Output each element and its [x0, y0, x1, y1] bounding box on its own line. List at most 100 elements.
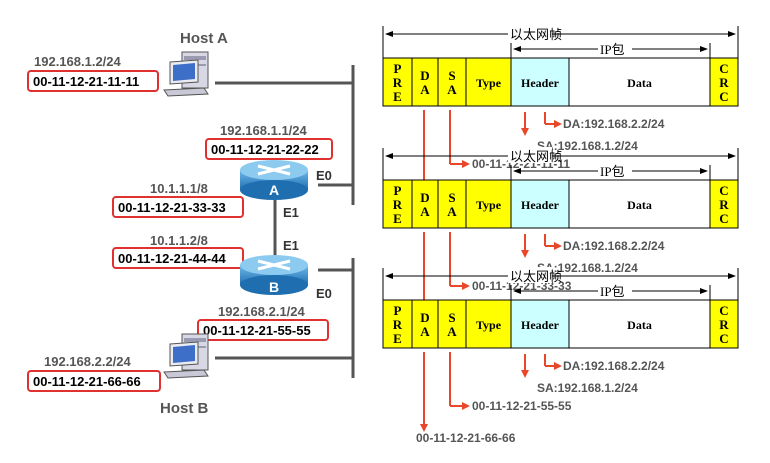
- eth-label-bg: [508, 25, 552, 41]
- field-header-text: Header: [521, 198, 560, 212]
- field-type: [465, 299, 512, 349]
- field-data: [568, 299, 711, 349]
- field-pre-text: P: [394, 61, 402, 76]
- field-type: [465, 57, 512, 107]
- router-b-e0-port: E0: [316, 286, 332, 301]
- host-b-mac-box: [27, 370, 161, 392]
- field-crc-text: C: [719, 211, 728, 226]
- field-crc: [709, 179, 739, 229]
- field-crc-text: C: [719, 183, 728, 198]
- field-pre-text: P: [394, 303, 402, 318]
- field-da-text: A: [420, 324, 430, 339]
- router-b-e1-ip: 10.1.1.2/8: [150, 233, 208, 248]
- field-sa-text: A: [447, 82, 457, 97]
- field-crc: [709, 299, 739, 349]
- host-b-ip: 192.168.2.2/24: [44, 354, 132, 369]
- eth-frame-label: 以太网帧: [510, 27, 562, 42]
- eth-label-bg: [508, 267, 552, 283]
- field-data-text: Data: [627, 76, 652, 90]
- field-crc-text: C: [719, 303, 728, 318]
- sa-ip-label: SA:192.168.1.2/24: [537, 381, 638, 395]
- field-type: [465, 179, 512, 229]
- router-a-e1-port: E1: [283, 205, 299, 220]
- field-sa-text: S: [448, 68, 455, 83]
- field-da: [411, 179, 439, 229]
- field-pre-text: E: [393, 331, 402, 346]
- router-b-e0-mac-box: [197, 319, 329, 341]
- router-b-e1-port: E1: [283, 238, 299, 253]
- field-pre-text: P: [394, 183, 402, 198]
- field-pre-text: E: [393, 211, 402, 226]
- router-b-e0-ip: 192.168.2.1/24: [218, 304, 306, 319]
- router-a-e0-ip: 192.168.1.1/24: [220, 123, 308, 138]
- field-type-text: Type: [476, 318, 502, 332]
- field-crc-text: R: [719, 197, 729, 212]
- field-da-text: D: [420, 68, 429, 83]
- field-data: [568, 179, 711, 229]
- field-sa-text: A: [447, 324, 457, 339]
- sa-ip-label: SA:192.168.1.2/24: [537, 139, 638, 153]
- ip-label-bg: [598, 283, 632, 298]
- sa-ip-label: SA:192.168.1.2/24: [537, 261, 638, 275]
- field-da-text: D: [420, 190, 429, 205]
- field-crc-text: C: [719, 89, 728, 104]
- field-sa: [437, 179, 467, 229]
- field-type-text: Type: [476, 76, 502, 90]
- ip-packet-label: IP包: [600, 42, 625, 57]
- host-b-computer-icon: [163, 333, 209, 379]
- router-a-e1-mac: 00-11-12-21-33-33: [118, 200, 226, 215]
- field-data-text: Data: [627, 198, 652, 212]
- field-pre: [382, 299, 413, 349]
- router-b-label: B: [269, 279, 279, 295]
- da-mac-label: 00-11-12-21-66-66: [416, 431, 516, 445]
- router-b-icon: B: [240, 255, 308, 295]
- da-ip-label: DA:192.168.2.2/24: [563, 117, 665, 131]
- host-a-mac-box: [27, 70, 159, 92]
- router-a-e0-port: E0: [316, 168, 332, 183]
- router-a-label: A: [269, 182, 279, 198]
- field-crc-text: R: [719, 75, 729, 90]
- router-b-e1-mac: 00-11-12-21-44-44: [118, 251, 226, 266]
- router-a-e0-mac-box: [205, 138, 333, 160]
- field-pre-text: R: [393, 75, 403, 90]
- router-b-e0-mac: 00-11-12-21-55-55: [203, 323, 311, 338]
- ip-label-bg: [598, 41, 632, 56]
- sa-mac-label: 00-11-12-21-55-55: [472, 399, 572, 413]
- host-b-name: Host B: [160, 400, 209, 417]
- field-sa-text: S: [448, 190, 455, 205]
- field-da-text: A: [420, 204, 430, 219]
- field-sa: [437, 57, 467, 107]
- host-a-computer-icon: [163, 51, 209, 97]
- field-crc-text: C: [719, 331, 728, 346]
- ip-packet-label: IP包: [600, 284, 625, 299]
- host-a-ip: 192.168.1.2/24: [34, 54, 122, 69]
- field-header-text: Header: [521, 318, 560, 332]
- field-pre-text: R: [393, 317, 403, 332]
- field-sa-text: S: [448, 310, 455, 325]
- router-b-e1-mac-box: [112, 247, 244, 269]
- topology: Host A 192.168.1.2/24 00-11-12-21-11-11 …: [27, 30, 355, 417]
- eth-label-bg: [508, 147, 552, 163]
- router-a-e0-mac: 00-11-12-21-22-22: [211, 142, 319, 157]
- field-header: [510, 179, 570, 229]
- eth-frame-label: 以太网帧: [510, 269, 562, 284]
- ip-packet-label: IP包: [600, 164, 625, 179]
- field-type-text: Type: [476, 198, 502, 212]
- field-da-text: D: [420, 310, 429, 325]
- ip-label-bg: [598, 163, 632, 178]
- router-a-e1-ip: 10.1.1.1/8: [150, 181, 208, 196]
- field-pre-text: E: [393, 89, 402, 104]
- field-da-text: A: [420, 82, 430, 97]
- host-a-mac: 00-11-12-21-11-11: [33, 74, 139, 89]
- field-sa-text: A: [447, 204, 457, 219]
- da-ip-label: DA:192.168.2.2/24: [563, 239, 665, 253]
- router-a-icon: A: [240, 160, 308, 200]
- field-pre-text: R: [393, 197, 403, 212]
- field-header-text: Header: [521, 76, 560, 90]
- host-b-mac: 00-11-12-21-66-66: [33, 374, 141, 389]
